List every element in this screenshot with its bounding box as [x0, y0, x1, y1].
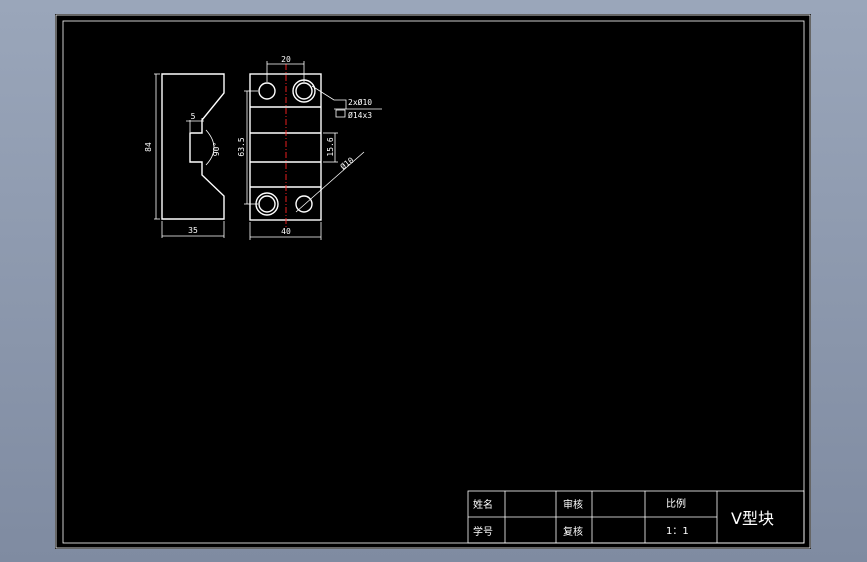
id-label: 学号	[473, 525, 493, 538]
outer-border	[55, 14, 811, 549]
name-label: 姓名	[473, 498, 493, 511]
dim-inner-15-6: 15.6	[326, 137, 335, 156]
recheck-label: 复核	[563, 525, 583, 538]
scale-label: 比例	[666, 497, 686, 510]
hole-top-right	[295, 82, 313, 100]
inner-border	[62, 20, 805, 544]
hole-top-left	[258, 82, 276, 100]
drawing-sheet	[55, 14, 811, 549]
review-label: 审核	[563, 498, 583, 511]
scale-value: 1：1	[666, 526, 689, 537]
part-name: V型块	[731, 509, 774, 528]
side-view-outline	[249, 73, 322, 221]
hole-note-2: Ø14x3	[348, 110, 372, 120]
side-view: 20 40 63.5 15.6 2xØ10 Ø14x3 Ø10	[237, 55, 382, 240]
hole-bottom-left	[258, 195, 276, 213]
front-view-outline	[161, 73, 225, 220]
dim-width-40: 40	[281, 227, 291, 236]
front-view: 84 35 5 90°	[144, 73, 225, 238]
title-block: 姓名 学号 审核 复核 比例 1：1 V型块	[467, 490, 805, 544]
dim-top-20: 20	[281, 55, 291, 64]
dim-height-63-5: 63.5	[237, 137, 246, 156]
dim-notch-5: 5	[191, 112, 196, 121]
dia-note: Ø10	[338, 155, 356, 172]
dim-height-84: 84	[144, 142, 153, 152]
dim-width-35: 35	[188, 226, 198, 235]
hole-note-1: 2xØ10	[348, 97, 372, 107]
hole-bottom-right	[295, 195, 313, 213]
dim-angle-90: 90°	[212, 142, 221, 156]
